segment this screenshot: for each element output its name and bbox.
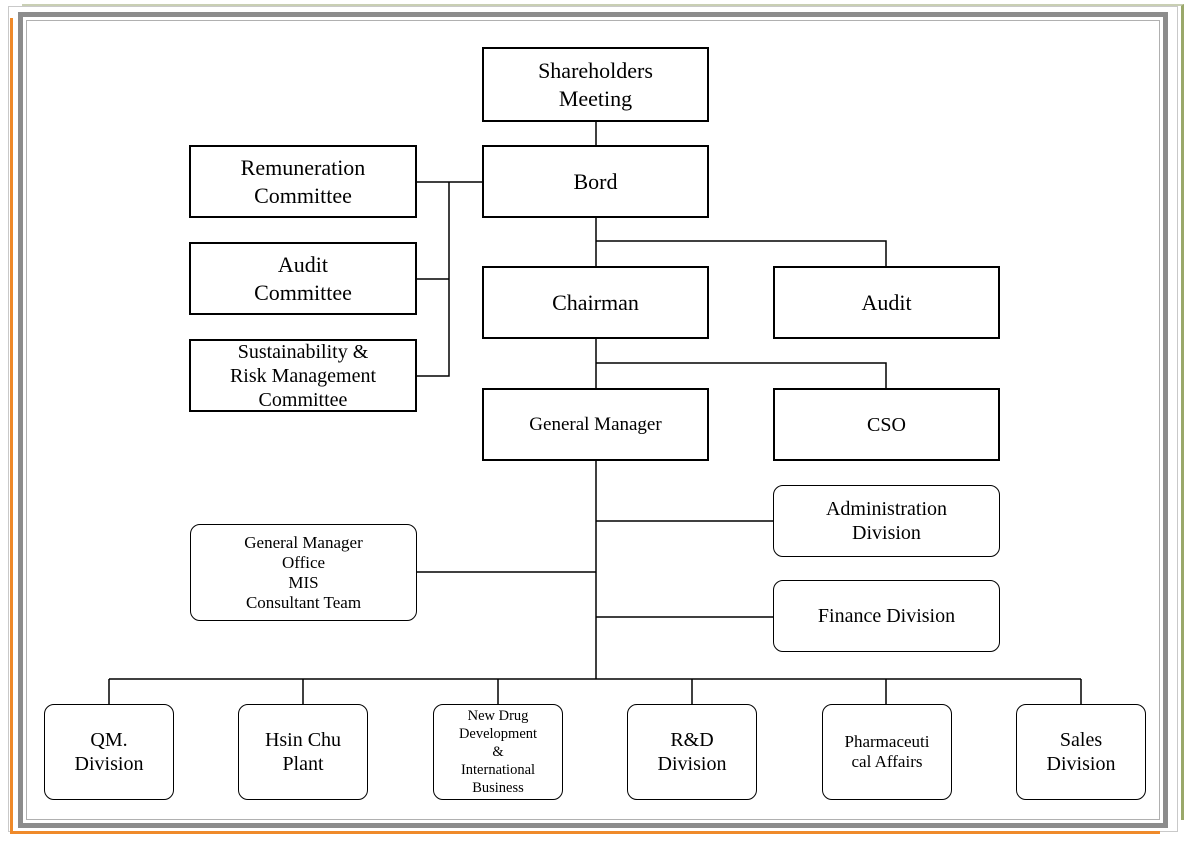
node-label: Pharmaceuti cal Affairs [844,732,930,771]
node-label: Bord [573,168,618,194]
node-sales-division: Sales Division [1016,704,1146,800]
node-rd-division: R&D Division [627,704,757,800]
node-administration-division: Administration Division [773,485,1000,557]
node-label: New Drug Development & International Bus… [458,708,538,796]
node-label: QM. Division [74,729,144,775]
inner-frame-border [26,20,1160,820]
node-label: Chairman [552,289,639,315]
node-label: Audit [861,289,912,315]
node-gm-office: General Manager Office MIS Consultant Te… [190,524,417,621]
node-hsinchu-plant: Hsin Chu Plant [238,704,368,800]
green-accent-border [22,4,1184,820]
node-label: Administration Division [825,498,948,544]
node-label: Sales Division [1046,729,1116,775]
node-audit: Audit [773,266,1000,339]
node-label: Shareholders Meeting [538,57,653,111]
node-chairman: Chairman [482,266,709,339]
node-board: Bord [482,145,709,218]
node-label: Remuneration Committee [240,154,366,208]
gray-frame-border [18,12,1168,828]
node-label: CSO [867,413,906,436]
node-remuneration-committee: Remuneration Committee [189,145,417,218]
connector-committee-spine [417,182,450,377]
node-cso: CSO [773,388,1000,461]
node-shareholders-meeting: Shareholders Meeting [482,47,709,122]
connector-chairman-cso [596,362,887,388]
node-audit-committee: Audit Committee [189,242,417,315]
node-label: General Manager [529,413,662,435]
node-label: R&D Division [657,729,727,775]
node-qm-division: QM. Division [44,704,174,800]
node-label: Finance Division [817,605,956,627]
node-finance-division: Finance Division [773,580,1000,652]
connector-board-audit [596,240,887,266]
node-sustainability-committee: Sustainability & Risk Management Committ… [189,339,417,412]
node-new-drug-development: New Drug Development & International Bus… [433,704,563,800]
node-label: Hsin Chu Plant [264,729,342,775]
node-general-manager: General Manager [482,388,709,461]
node-pharmaceutical-affairs: Pharmaceuti cal Affairs [822,704,952,800]
node-label: General Manager Office MIS Consultant Te… [244,532,363,612]
orange-accent-border [10,18,1160,834]
node-label: Audit Committee [254,251,352,305]
node-label: Sustainability & Risk Management Committ… [229,340,377,411]
